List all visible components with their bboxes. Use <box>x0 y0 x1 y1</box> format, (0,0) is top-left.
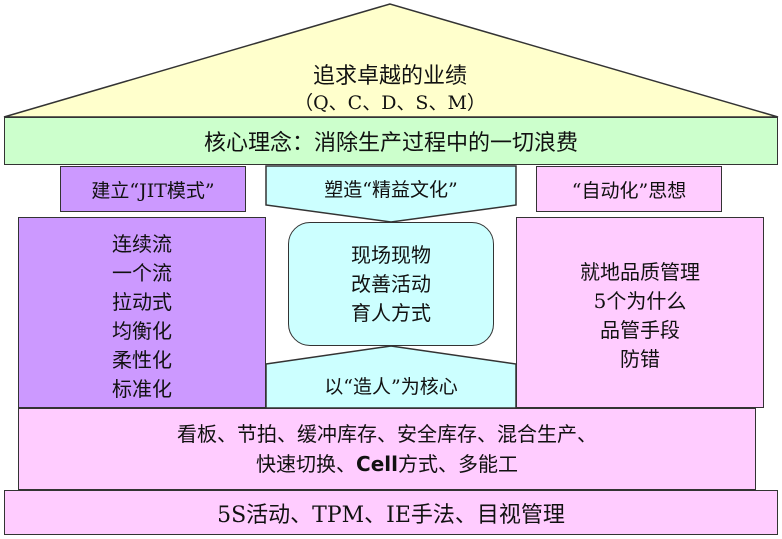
jit-header-label: 建立“JIT模式” <box>91 179 215 202</box>
list-item: 改善活动 <box>351 271 431 296</box>
jit-header: 建立“JIT模式” <box>60 166 246 212</box>
list-item: 品管手段 <box>600 318 680 342</box>
list-item: 就地品质管理 <box>580 260 700 284</box>
base-line-2: 快速切换、Cell方式、多能工 <box>256 449 518 479</box>
list-item: 现场现物 <box>351 242 431 267</box>
culture-center-box: 现场现物 改善活动 育人方式 <box>288 222 494 346</box>
list-item: 均衡化 <box>112 319 172 343</box>
base-line-1: 看板、节拍、缓冲库存、安全库存、混合生产、 <box>177 422 597 446</box>
auto-pillar: 就地品质管理 5个为什么 品管手段 防错 <box>516 217 764 408</box>
base-line-2-pre: 快速切换、 <box>256 452 357 476</box>
list-item: 一个流 <box>112 261 172 285</box>
roof-metrics: （Q、C、D、S、M） <box>294 92 486 114</box>
list-item: 5个为什么 <box>593 289 687 313</box>
list-item: 柔性化 <box>112 348 172 372</box>
list-item: 标准化 <box>112 377 172 401</box>
list-item: 防错 <box>620 347 660 371</box>
list-item: 拉动式 <box>112 290 172 314</box>
culture-header: 塑造“精益文化” <box>324 179 458 201</box>
base-line-2-post: 方式、多能工 <box>397 452 518 476</box>
foundation-bar: 5S活动、TPM、IE手法、目视管理 <box>4 490 778 535</box>
jit-pillar: 连续流 一个流 拉动式 均衡化 柔性化 标准化 <box>18 217 266 408</box>
core-concept-bar: 核心理念：消除生产过程中的一切浪费 <box>4 117 778 165</box>
base-bar: 看板、节拍、缓冲库存、安全库存、混合生产、 快速切换、Cell方式、多能工 <box>18 408 756 490</box>
foundation-label: 5S活动、TPM、IE手法、目视管理 <box>217 502 565 528</box>
list-item: 育人方式 <box>351 300 431 325</box>
list-item: 连续流 <box>112 232 172 256</box>
auto-header-label: “自动化”思想 <box>571 179 687 202</box>
culture-arrow-shape <box>265 165 517 223</box>
core-concept-label: 核心理念：消除生产过程中的一切浪费 <box>203 131 578 156</box>
auto-header: “自动化”思想 <box>536 166 722 212</box>
people-core-label: 以“造人”为核心 <box>324 376 458 398</box>
roof-title: 追求卓越的业绩 <box>312 64 467 89</box>
base-line-2-bold: Cell <box>356 452 398 476</box>
